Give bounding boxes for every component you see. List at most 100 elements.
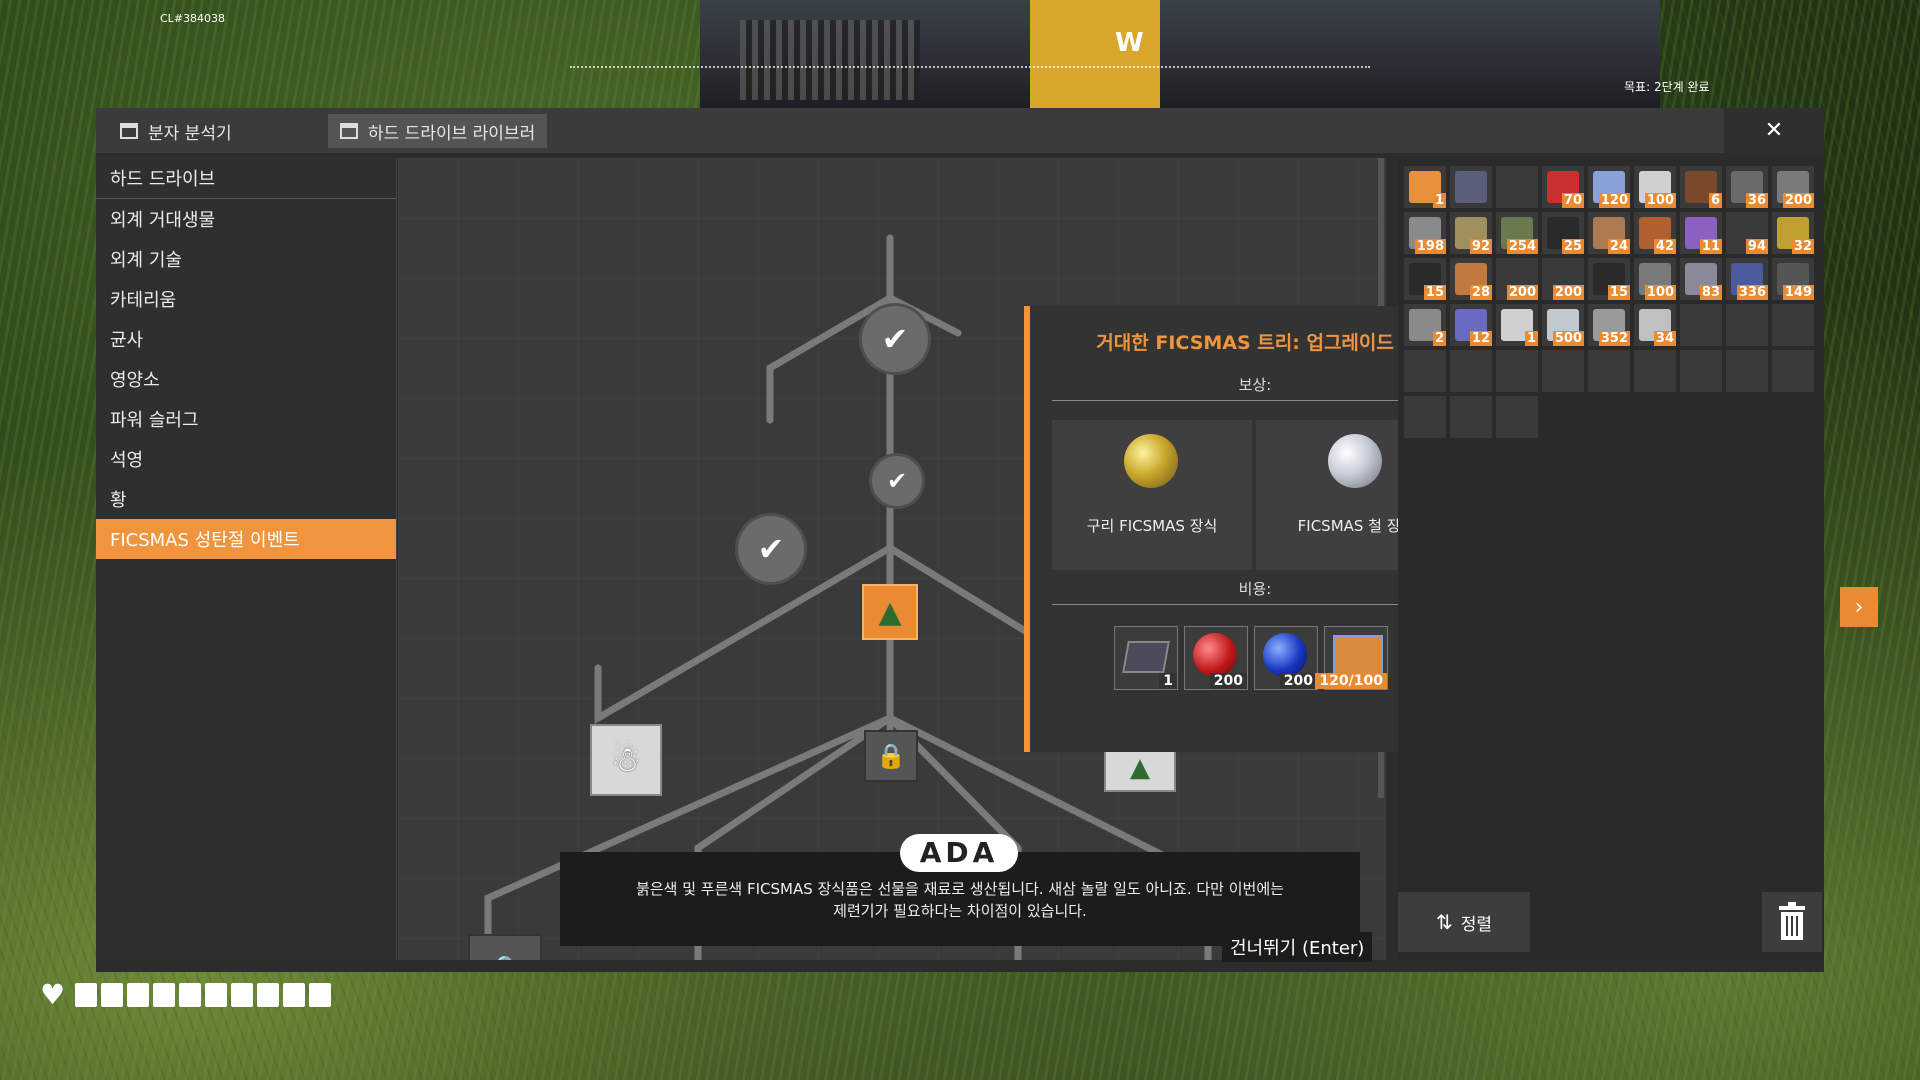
inventory-slot[interactable] xyxy=(1772,350,1814,392)
item-quantity: 15 xyxy=(1607,285,1630,300)
inventory-slot[interactable]: 34 xyxy=(1634,304,1676,346)
inventory-slot[interactable]: 6 xyxy=(1680,166,1722,208)
sort-button[interactable]: ⇅ 정렬 xyxy=(1398,892,1530,952)
inventory-slot[interactable]: 200 xyxy=(1542,258,1584,300)
inventory-slot[interactable]: 15 xyxy=(1404,258,1446,300)
item-quantity: 34 xyxy=(1653,331,1676,346)
tab-hard-drive-library[interactable]: 하드 드라이브 라이브러 xyxy=(328,114,548,148)
tree-node-snowman[interactable]: ☃ xyxy=(590,724,662,796)
health-segment xyxy=(257,982,280,1007)
inventory-slot[interactable] xyxy=(1404,350,1446,392)
inventory-slot[interactable]: 2 xyxy=(1404,304,1446,346)
inventory-slot[interactable]: 200 xyxy=(1772,166,1814,208)
sidebar-item-caterium[interactable]: 카테리움 xyxy=(110,290,177,311)
trash-button[interactable] xyxy=(1762,892,1822,952)
chevron-right-icon[interactable]: › xyxy=(1840,587,1878,627)
cost-blue-ornament[interactable]: 200 xyxy=(1254,626,1318,690)
inventory-slot[interactable] xyxy=(1496,166,1538,208)
inventory-slot[interactable]: 254 xyxy=(1496,212,1538,254)
sidebar-item-quartz[interactable]: 석영 xyxy=(110,450,144,471)
inventory-slot[interactable] xyxy=(1450,396,1492,438)
inventory-slot[interactable] xyxy=(1496,396,1538,438)
inventory-slot[interactable]: 25 xyxy=(1542,212,1584,254)
inventory-slot[interactable]: 32 xyxy=(1772,212,1814,254)
item-quantity: 2 xyxy=(1432,331,1446,346)
cost-label: 비용: xyxy=(1238,580,1272,598)
inventory-slot[interactable]: 36 xyxy=(1726,166,1768,208)
divider xyxy=(1052,400,1456,401)
inventory-slot[interactable]: 149 xyxy=(1772,258,1814,300)
inventory-slot[interactable]: 15 xyxy=(1588,258,1630,300)
inventory-slot[interactable]: 100 xyxy=(1634,166,1676,208)
sidebar-item-sulfur[interactable]: 황 xyxy=(110,490,127,511)
cost-gift[interactable]: 120/100 xyxy=(1315,626,1388,690)
item-quantity: 28 xyxy=(1469,285,1492,300)
inventory-slot[interactable]: 94 xyxy=(1726,212,1768,254)
sidebar-item-ficsmas[interactable]: FICSMAS 성탄절 이벤트 xyxy=(96,519,396,559)
tree-node-locked[interactable]: 🔒 xyxy=(864,730,918,782)
tree-node-completed[interactable]: ✔ xyxy=(872,456,922,506)
inventory-slot[interactable] xyxy=(1634,350,1676,392)
inventory-slot[interactable]: 12 xyxy=(1450,304,1492,346)
inventory-slot[interactable] xyxy=(1496,350,1538,392)
reward-copper-ornament[interactable]: 구리 FICSMAS 장식 xyxy=(1052,420,1252,570)
compass-bar xyxy=(570,50,1370,68)
health-segment xyxy=(205,982,228,1007)
inventory-slot[interactable]: 70 xyxy=(1542,166,1584,208)
skip-button[interactable]: 건너뛰기 (Enter) xyxy=(1222,932,1373,962)
inventory-slot[interactable]: 100 xyxy=(1634,258,1676,300)
tree-node-locked[interactable]: 🔒 xyxy=(468,934,542,960)
inventory-slot[interactable]: 83 xyxy=(1680,258,1722,300)
inventory-slot[interactable] xyxy=(1542,350,1584,392)
inventory-slot[interactable]: 11 xyxy=(1680,212,1722,254)
sidebar-item-alien-megafauna[interactable]: 외계 거대생물 xyxy=(110,210,216,231)
christmas-tree-icon: ▲ xyxy=(1130,753,1150,783)
inventory-slot[interactable]: 24 xyxy=(1588,212,1630,254)
inventory-slot[interactable]: 198 xyxy=(1404,212,1446,254)
machine-background xyxy=(700,0,1660,115)
inventory-slot[interactable]: 336 xyxy=(1726,258,1768,300)
divider xyxy=(1052,604,1456,605)
inventory-slot[interactable]: 92 xyxy=(1450,212,1492,254)
objective-label: 목표: xyxy=(1624,80,1651,94)
inventory-slot[interactable]: 1 xyxy=(1496,304,1538,346)
red-ornament-icon xyxy=(1193,633,1237,677)
sidebar-item-power-slugs[interactable]: 파워 슬러그 xyxy=(110,410,199,431)
item-icon xyxy=(1455,171,1487,203)
tab-molecular-analyzer[interactable]: 분자 분석기 xyxy=(108,114,244,148)
inventory-slot[interactable] xyxy=(1680,350,1722,392)
window-icon xyxy=(120,123,138,139)
sidebar-item-mycelia[interactable]: 균사 xyxy=(110,330,144,351)
tree-node-selected[interactable]: ▲ xyxy=(862,584,918,640)
health-segment xyxy=(101,982,124,1007)
inventory-slot[interactable] xyxy=(1450,166,1492,208)
inventory-slot[interactable] xyxy=(1588,350,1630,392)
inventory-slot[interactable] xyxy=(1404,396,1446,438)
objective-indicator: 목표: 2단계 완료 xyxy=(1624,78,1710,95)
sidebar-item-hard-drive[interactable]: 하드 드라이브 xyxy=(96,158,396,199)
inventory-slot[interactable]: 500 xyxy=(1542,304,1584,346)
inventory-slot[interactable] xyxy=(1726,350,1768,392)
inventory-slot[interactable]: 28 xyxy=(1450,258,1492,300)
inventory-slot[interactable] xyxy=(1680,304,1722,346)
inventory-slot[interactable]: 120 xyxy=(1588,166,1630,208)
cost-hard-drive[interactable]: 1 xyxy=(1114,626,1178,690)
inventory-slot[interactable]: 42 xyxy=(1634,212,1676,254)
inventory-slot[interactable]: 200 xyxy=(1496,258,1538,300)
tree-node-completed[interactable]: ✔ xyxy=(862,306,928,372)
cost-qty: 120/100 xyxy=(1315,673,1387,689)
cost-red-ornament[interactable]: 200 xyxy=(1184,626,1248,690)
sidebar-item-alien-tech[interactable]: 외계 기술 xyxy=(110,250,182,271)
health-segment xyxy=(75,982,98,1007)
item-quantity: 32 xyxy=(1791,239,1814,254)
close-button[interactable]: ✕ xyxy=(1724,108,1824,153)
inventory-slot[interactable] xyxy=(1772,304,1814,346)
hard-drive-library-window: 분자 분석기 하드 드라이브 라이브러 ✕ 하드 드라이브 외계 거대생물 외계… xyxy=(96,108,1824,972)
inventory-slot[interactable]: 1 xyxy=(1404,166,1446,208)
inventory-slot[interactable] xyxy=(1450,350,1492,392)
tree-node-completed[interactable]: ✔ xyxy=(738,516,804,582)
inventory-slot[interactable] xyxy=(1726,304,1768,346)
sidebar-item-nutrients[interactable]: 영양소 xyxy=(110,370,160,391)
inventory-slot[interactable]: 352 xyxy=(1588,304,1630,346)
